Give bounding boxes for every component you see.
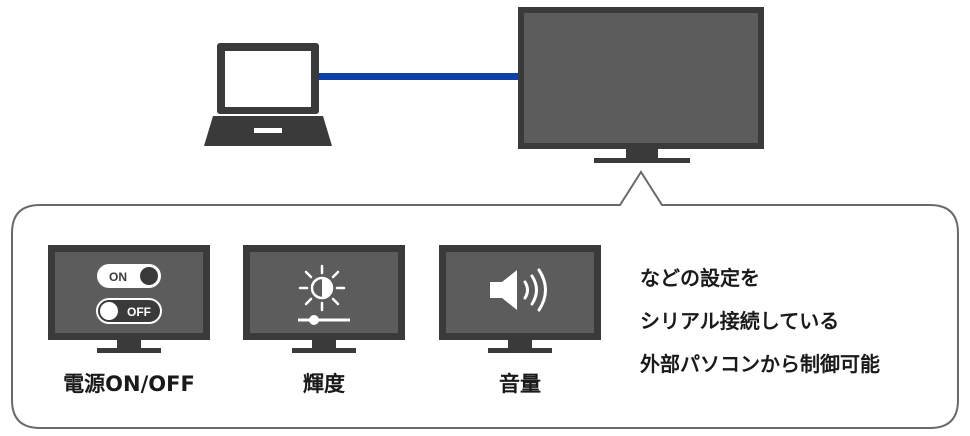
toggle-on-text: ON (109, 270, 127, 284)
monitor-icon (518, 7, 764, 163)
toggle-off-text: OFF (127, 305, 151, 319)
feature-label-volume: 音量 (499, 372, 541, 396)
brightness-icon (298, 264, 350, 325)
laptop-icon (204, 43, 332, 146)
feature-label-power: 電源ON/OFF (63, 372, 195, 396)
caption-line-1: などの設定を (640, 266, 760, 290)
serial-cable (318, 73, 520, 80)
volume-monitor-icon (439, 245, 601, 353)
caption-line-2: シリアル接続している (640, 309, 840, 333)
caption-line-3: 外部パソコンから制御可能 (640, 352, 880, 376)
volume-icon (490, 268, 547, 312)
power-toggle-icon: ON OFF (96, 264, 162, 324)
brightness-slider-knob (309, 315, 319, 325)
feature-label-brightness: 輝度 (303, 372, 345, 396)
